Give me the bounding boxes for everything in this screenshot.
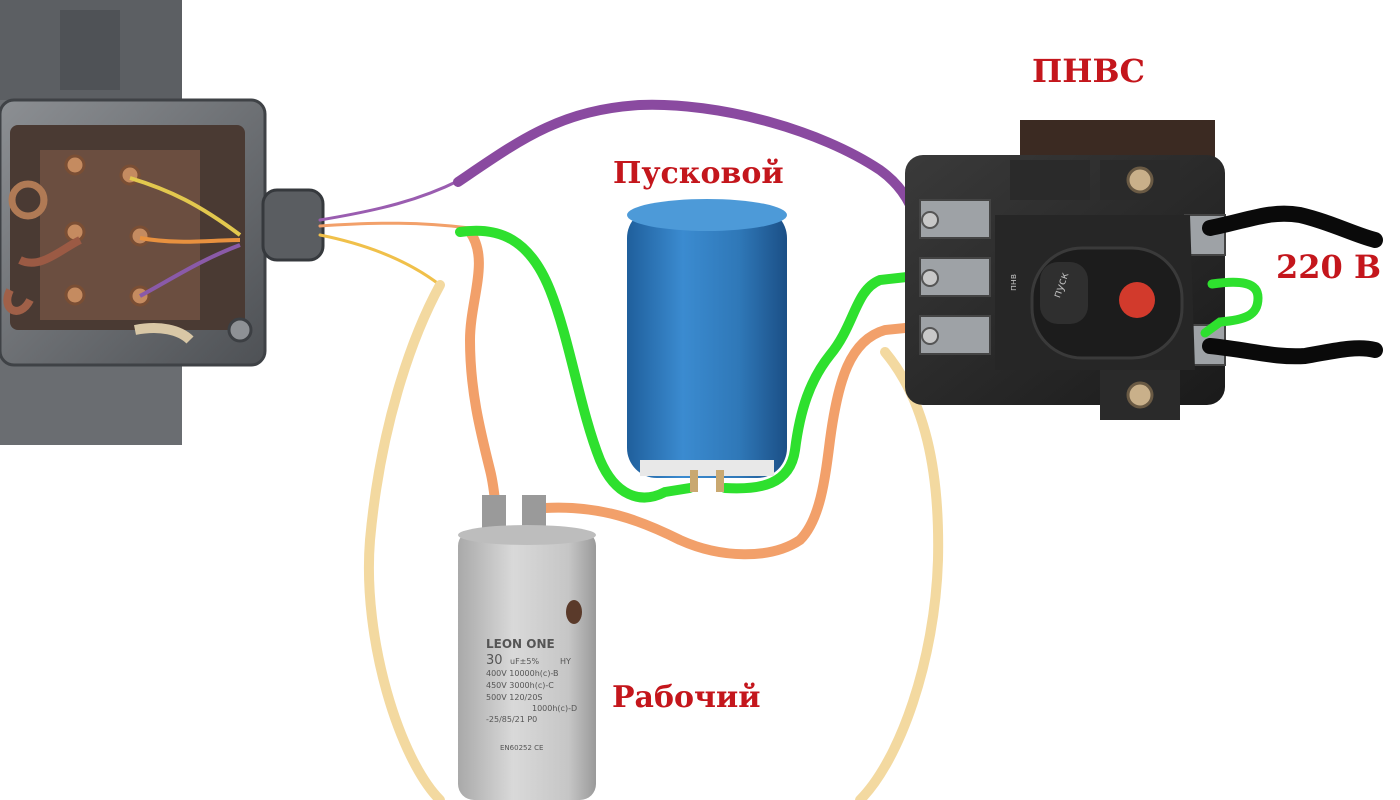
motor-terminal-box-icon [0, 0, 325, 445]
run-cap-line5: -25/85/21 P0 [486, 715, 537, 724]
run-cap-line1: 400V 10000h(c)-B [486, 669, 559, 678]
run-cap-series: HY [560, 657, 571, 666]
run-cap-capacitance: 30 [486, 653, 503, 668]
run-cap-line2: 450V 3000h(c)-C [486, 681, 554, 690]
motor-lead-wires [318, 178, 472, 287]
run-cap-standard: EN60252 CE [500, 744, 543, 752]
run-cap-line4: 1000h(c)-D [532, 704, 577, 713]
green-wire-right [720, 270, 930, 494]
purple-wire [453, 99, 923, 237]
green-jumper [1200, 277, 1263, 338]
mains-wire-top [1202, 205, 1383, 248]
start-capacitor-icon [627, 199, 787, 492]
voltage-label: 220 В [1276, 248, 1381, 286]
run-capacitor-label: Рабочий [612, 680, 761, 715]
run-cap-unit: uF±5% [510, 657, 539, 666]
mains-wire-bottom [1202, 338, 1383, 365]
run-cap-brand: LEON ONE [486, 637, 555, 651]
pale-wire [364, 280, 944, 800]
run-capacitor-icon: LEON ONE 30 uF±5% HY 400V 10000h(c)-B 45… [458, 495, 596, 800]
start-capacitor-label: Пусковой [613, 156, 784, 191]
pnvs-switch-icon: пуск пнв [905, 120, 1226, 420]
orange-wire-right [540, 321, 930, 560]
switch-mini-label: пнв [1009, 274, 1019, 291]
orange-wire-left [464, 227, 502, 525]
switch-label: ПНВС [1032, 52, 1145, 90]
run-cap-line3: 500V 120/20S [486, 693, 543, 702]
green-wire [455, 225, 695, 503]
